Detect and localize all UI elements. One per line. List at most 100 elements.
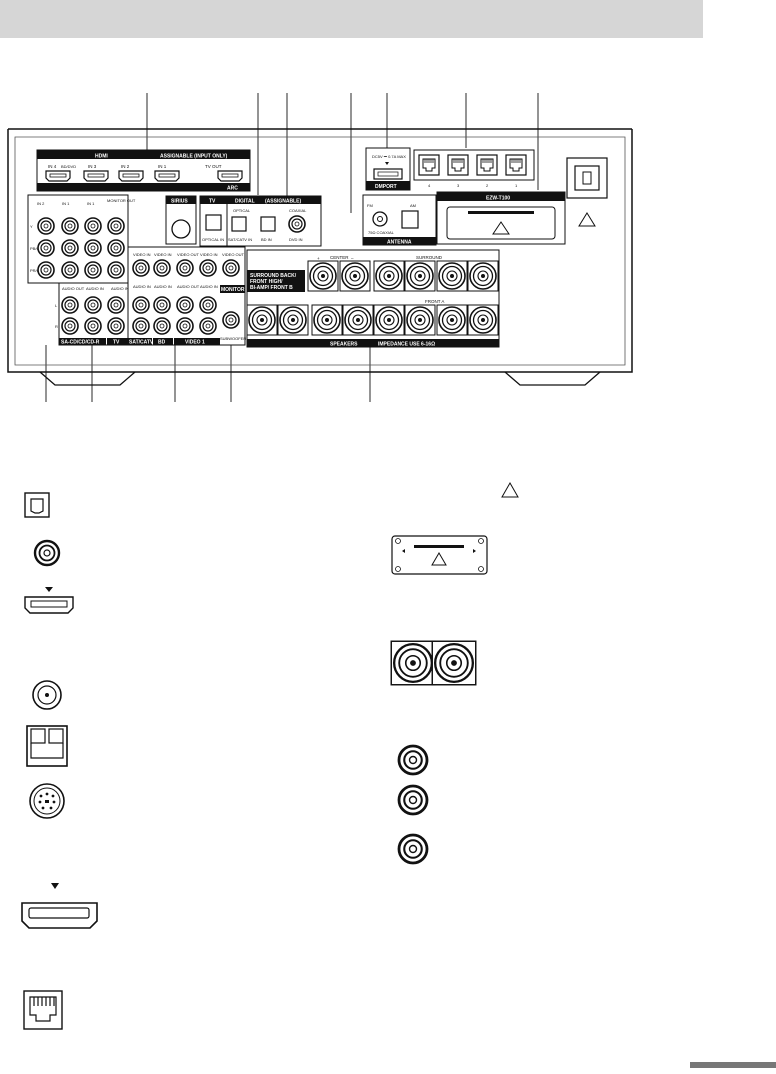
- hdmi-port-in3[interactable]: [83, 170, 109, 182]
- hdmi-in2-label: IN 2: [121, 164, 130, 169]
- subwoofer-jack[interactable]: [222, 311, 240, 329]
- speaker-terminal[interactable]: [277, 304, 309, 336]
- speaker-terminals-block: SURROUND BACK/ FRONT HIGH/ BI-AMP/ FRONT…: [246, 249, 500, 348]
- digital-title: DIGITAL: [235, 199, 255, 205]
- component-jack[interactable]: [37, 239, 55, 257]
- hdmi-port-in2[interactable]: [118, 170, 144, 182]
- audio-jack[interactable]: [107, 296, 125, 314]
- hdmi-title: HDMI: [95, 154, 108, 160]
- speaker-terminal[interactable]: [373, 260, 405, 292]
- audio-out-label-v: AUDIO OUT: [177, 284, 200, 289]
- audio-jack[interactable]: [61, 317, 79, 335]
- audio-jack[interactable]: [176, 296, 194, 314]
- component-in1b-label: IN 1: [87, 201, 95, 206]
- speakers-impedance-label: IMPEDANCE USE 6-16Ω: [378, 342, 435, 348]
- component-jack[interactable]: [107, 239, 125, 257]
- audio-jack[interactable]: [84, 296, 102, 314]
- lan-port-3[interactable]: [447, 154, 469, 176]
- legend-video-jack-icon: [397, 784, 429, 816]
- audio-io-block: AUDIO OUT AUDIO IN AUDIO IN L R SA-CD/CD…: [55, 282, 129, 346]
- audio-r-label: R: [55, 324, 58, 329]
- warning-icon: [578, 212, 596, 227]
- audio-jack[interactable]: [132, 317, 150, 335]
- dmport-label: DMPORT: [375, 184, 397, 190]
- audio-jack[interactable]: [199, 317, 217, 335]
- hdmi-port-tv-out[interactable]: [217, 170, 243, 182]
- audio-jack[interactable]: [107, 317, 125, 335]
- speaker-terminal[interactable]: [373, 304, 405, 336]
- sirius-block: SIRIUS: [165, 195, 197, 245]
- dvd-coaxial-jack[interactable]: [288, 215, 306, 233]
- speaker-terminal[interactable]: [311, 304, 343, 336]
- audio-jack[interactable]: [199, 296, 217, 314]
- lan-num-3: 3: [457, 183, 460, 188]
- component-jack[interactable]: [107, 261, 125, 279]
- hdmi-block: HDMI ASSIGNABLE (INPUT ONLY) IN 4 BD/DVD…: [36, 149, 251, 192]
- legend-warning-icon: [501, 481, 519, 498]
- speaker-terminal-center-plus[interactable]: [307, 260, 339, 292]
- speaker-terminal[interactable]: [404, 260, 436, 292]
- component-jack[interactable]: [84, 261, 102, 279]
- component-jack[interactable]: [84, 239, 102, 257]
- component-jack[interactable]: [61, 239, 79, 257]
- component-video-block: IN 2 IN 1 IN 1 MONITOR OUT Y PB/CB PR/CR: [27, 194, 136, 284]
- lan-num-4: 4: [428, 183, 431, 188]
- speaker-terminal[interactable]: [404, 304, 436, 336]
- digital-sat-label: SAT/CATV IN: [228, 237, 252, 242]
- dmport-rating: DC5V ⎓ 0.7A MAX: [372, 154, 406, 159]
- video-jack[interactable]: [153, 259, 171, 277]
- sat-optical-jack[interactable]: [231, 216, 247, 232]
- speaker-terminal-center-minus[interactable]: [339, 260, 371, 292]
- audio-jack[interactable]: [61, 296, 79, 314]
- lan-num-2: 2: [486, 183, 489, 188]
- video-jack[interactable]: [176, 259, 194, 277]
- speaker-terminal[interactable]: [467, 304, 499, 336]
- legend-audio-jack-icon: [397, 744, 429, 776]
- audio-jack[interactable]: [176, 317, 194, 335]
- legend-speaker-terminal-icon: + –: [390, 640, 477, 686]
- speakers-label: SPEAKERS: [330, 342, 358, 348]
- receiver-chassis: [7, 128, 633, 386]
- video-jack[interactable]: [199, 259, 217, 277]
- audio-jack[interactable]: [84, 317, 102, 335]
- audio-jack[interactable]: [153, 296, 171, 314]
- hdmi-port-in4[interactable]: [45, 170, 71, 182]
- hdmi-in1-label: IN 1: [158, 164, 167, 169]
- component-jack[interactable]: [84, 217, 102, 235]
- video-in-label-sat: VIDEO IN: [133, 252, 151, 257]
- ezw-label: EZW-T100: [486, 196, 510, 202]
- sirius-jack[interactable]: [171, 219, 191, 239]
- component-jack[interactable]: [61, 261, 79, 279]
- antenna-fm-label: FM: [367, 203, 373, 208]
- speaker-terminal[interactable]: [436, 260, 468, 292]
- legend-dmport-icon: [21, 883, 98, 929]
- am-antenna-terminal[interactable]: [401, 210, 419, 229]
- component-jack[interactable]: [107, 217, 125, 235]
- speaker-terminal[interactable]: [342, 304, 374, 336]
- video-jack[interactable]: [222, 259, 240, 277]
- tv-optical-jack[interactable]: [205, 214, 222, 231]
- digital-block: DIGITAL (ASSIGNABLE) OPTICAL COAXIAL SAT…: [226, 195, 322, 247]
- speaker-front-a-label: FRONT A: [425, 299, 444, 304]
- component-jack[interactable]: [37, 261, 55, 279]
- speaker-terminal[interactable]: [246, 304, 278, 336]
- audio-jack[interactable]: [153, 317, 171, 335]
- legend-sirius-icon: [29, 783, 65, 819]
- component-jack[interactable]: [37, 217, 55, 235]
- lan-port-1[interactable]: [505, 154, 527, 176]
- lan-port-2[interactable]: [476, 154, 498, 176]
- video-jack[interactable]: [132, 259, 150, 277]
- video-out-label: VIDEO OUT: [177, 252, 200, 257]
- audio-jack[interactable]: [132, 296, 150, 314]
- legend-lan-icon: [23, 990, 63, 1030]
- legend-component-jack-icon: [397, 833, 429, 865]
- component-jack[interactable]: [61, 217, 79, 235]
- section-header-bar: [0, 0, 703, 38]
- speaker-terminal[interactable]: [436, 304, 468, 336]
- tv-optical-label: OPTICAL IN: [202, 237, 224, 242]
- hdmi-in4-label: IN 4: [48, 164, 57, 169]
- hdmi-port-in1[interactable]: [154, 170, 180, 182]
- speaker-terminal[interactable]: [467, 260, 499, 292]
- bd-optical-jack[interactable]: [260, 216, 276, 232]
- lan-port-4[interactable]: [418, 154, 440, 176]
